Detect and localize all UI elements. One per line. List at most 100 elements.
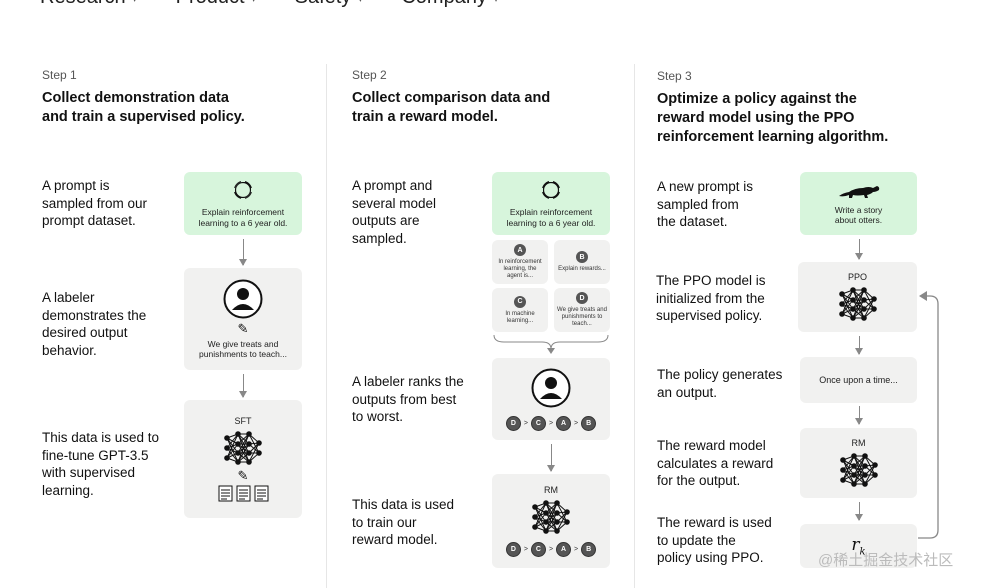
nn-node	[246, 450, 252, 456]
neural-network-icon	[224, 431, 262, 465]
nn-node	[224, 435, 230, 441]
desc-line: an output.	[657, 384, 718, 400]
neural-network-icon	[839, 452, 878, 487]
rank-separator: >	[574, 419, 579, 427]
rm-label: RM	[544, 485, 558, 495]
sft-label: SFT	[234, 416, 252, 426]
step1-labeler-card: ✎ We give treats and punishments to teac…	[184, 268, 302, 370]
desc-line: outputs from best	[352, 391, 457, 407]
nav-item-safety[interactable]: Safety ▾	[295, 0, 364, 9]
nn-node	[839, 456, 846, 463]
step3-reward-card: rk	[800, 524, 917, 568]
step1-sft-card: SFT ✎	[184, 400, 302, 518]
desc-line: sampled from our	[42, 195, 148, 211]
chevron-down-icon: ▾	[357, 0, 363, 5]
nn-edge	[864, 464, 875, 484]
nn-edge	[841, 299, 853, 314]
nn-edge	[852, 289, 864, 318]
prompt-text: Explain reinforcement learning to a 6 ye…	[507, 207, 596, 228]
nav-item-research[interactable]: Research ▾	[40, 0, 138, 9]
desc-line: several model	[352, 195, 437, 211]
nn-node	[870, 295, 877, 302]
desc-line: A labeler ranks the	[352, 374, 464, 389]
nn-edge	[534, 502, 547, 528]
prompt-text: Write a story about otters.	[835, 205, 883, 226]
nn-node	[246, 431, 252, 437]
output-badge: D	[576, 292, 588, 304]
flow-arrow	[855, 336, 863, 355]
nn-node	[850, 452, 857, 459]
flow-arrow	[855, 239, 863, 260]
nn-node	[532, 504, 538, 510]
step2-prompt-card: Explain reinforcement learning to a 6 ye…	[492, 172, 610, 235]
output-text: Once upon a time...	[819, 374, 898, 385]
nn-edge	[853, 455, 865, 475]
flow-arrow	[855, 502, 863, 521]
nn-node	[564, 509, 570, 515]
nn-edge	[237, 433, 250, 463]
ppo-label: PPO	[847, 271, 867, 282]
desc-line: A prompt and	[352, 178, 433, 193]
title-line: Collect demonstration data	[42, 90, 229, 106]
prompt-line: learning to a 6 year old.	[198, 217, 288, 228]
desc-line: supervised policy.	[656, 308, 763, 323]
nn-node	[554, 500, 560, 506]
nn-node	[543, 519, 549, 525]
nav-item-product[interactable]: Product ▾	[176, 0, 257, 9]
feedback-loop-arrow	[918, 291, 939, 539]
desc-line: The PPO model is	[656, 273, 766, 288]
output-line: In machine	[505, 310, 535, 317]
step1-title: Collect demonstration data and train a s…	[42, 89, 245, 127]
nav-item-company[interactable]: Company ▾	[401, 0, 499, 9]
pencil-icon: ✎	[237, 468, 249, 483]
step2-desc-train: This data is used to train our reward mo…	[352, 496, 454, 549]
title-line: and train a supervised policy.	[42, 109, 245, 125]
output-line: punishments to teach...	[199, 349, 287, 359]
output-text: In machine learning...	[505, 311, 534, 325]
nn-edge	[545, 512, 558, 532]
nav-label: Research	[40, 0, 126, 9]
nn-node	[850, 471, 857, 478]
nn-node	[532, 524, 538, 530]
nn-node	[849, 296, 856, 303]
output-line: Explain rewards...	[558, 266, 606, 272]
nn-node	[860, 296, 867, 303]
desc-line: The policy generates	[657, 367, 783, 382]
rank-chip: D	[505, 542, 521, 557]
labeler-output-text: We give treats and punishments to teach.…	[199, 339, 287, 360]
prompt-line: Write a story	[834, 204, 883, 215]
pencil-icon: ✎	[237, 320, 249, 336]
step3-desc-update: The reward is used to update the policy …	[657, 514, 772, 567]
nn-node	[839, 476, 846, 483]
ranking-row: D > C > A > B	[505, 415, 597, 431]
nn-edge	[842, 455, 854, 470]
step2-ranking-card: D > C > A > B	[492, 358, 610, 440]
flow-arrow	[239, 239, 247, 266]
nav-label: Safety	[295, 0, 352, 9]
desc-line: initialized from the	[656, 290, 765, 306]
prompt-line: Explain reinforcement	[201, 207, 285, 217]
nn-node	[554, 528, 560, 534]
output-text: We give treats and punishments to teach.…	[557, 307, 607, 328]
desc-line: behavior.	[42, 342, 97, 358]
title-line: reinforcement learning algorithm.	[657, 129, 889, 145]
nn-node	[871, 471, 878, 478]
nn-edge	[226, 433, 239, 449]
nn-node	[256, 450, 262, 456]
desc-line: the dataset.	[657, 214, 728, 229]
title-line: reward model using the PPO	[657, 110, 855, 126]
column-divider	[634, 64, 635, 588]
otter-icon	[838, 185, 879, 198]
nn-node	[838, 300, 845, 307]
rank-chip: B	[581, 542, 597, 557]
nn-node	[849, 305, 856, 312]
nn-node	[849, 314, 856, 321]
step3-label: Step 3	[657, 69, 692, 83]
output-badge: C	[514, 295, 526, 308]
nn-node	[870, 305, 877, 312]
nn-node	[860, 314, 867, 321]
bracket-connector	[493, 334, 609, 354]
nn-node	[850, 480, 857, 487]
desc-line: for the output.	[657, 473, 741, 488]
desc-line: reward model.	[352, 532, 438, 547]
